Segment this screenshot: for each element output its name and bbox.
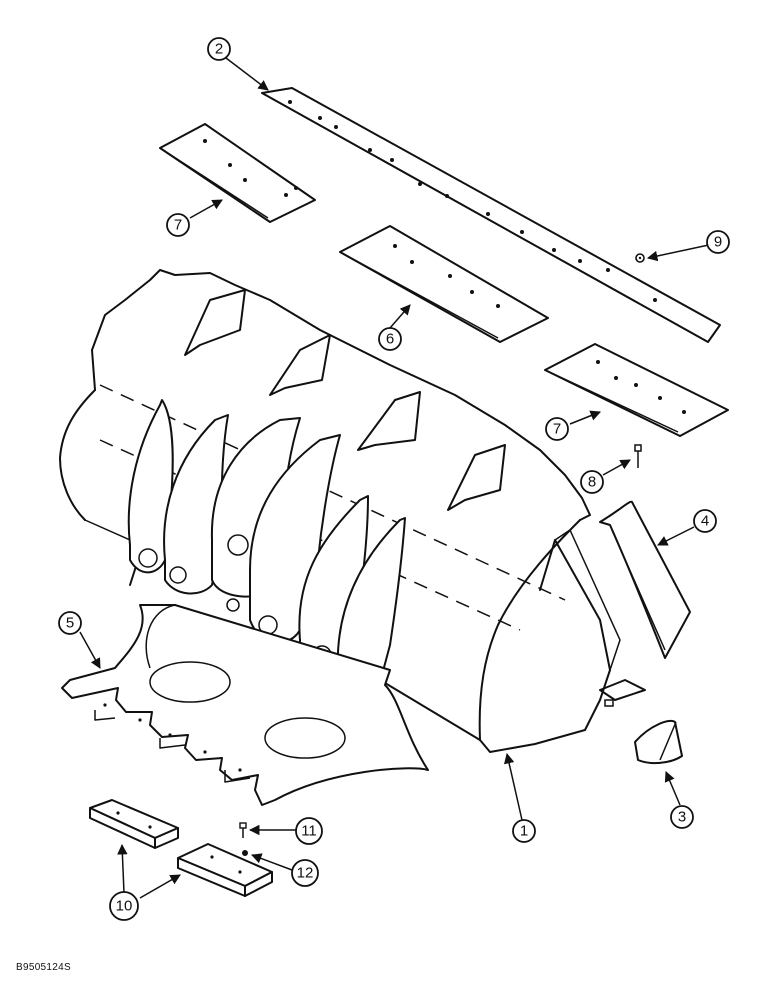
callout-5: 5: [58, 611, 82, 635]
callout-8: 8: [580, 470, 604, 494]
callout-7-upper: 7: [166, 213, 190, 237]
callout-10: 10: [109, 891, 139, 921]
callout-7-upper-label: 7: [174, 217, 182, 234]
end-segment-part-7-upper: [159, 123, 316, 223]
callout-11-label: 11: [301, 823, 317, 840]
center-segment-part-6: [339, 225, 549, 343]
callout-12-label: 12: [297, 865, 314, 882]
callout-7-right-label: 7: [553, 421, 561, 438]
callout-8-label: 8: [588, 474, 596, 491]
callout-4-label: 4: [701, 513, 709, 530]
wear-plate-part-5: [61, 604, 429, 806]
callout-1-label: 1: [520, 823, 528, 840]
callout-6-label: 6: [386, 331, 394, 348]
wear-pad-part-10-b: [177, 843, 273, 897]
callout-3: 3: [670, 805, 694, 829]
callout-4: 4: [693, 509, 717, 533]
callout-12: 12: [291, 859, 319, 887]
callout-3-label: 3: [678, 809, 686, 826]
nut-part-9: [635, 253, 645, 263]
end-segment-part-7-right: [544, 343, 729, 437]
bucket-part-1: [59, 269, 646, 753]
bolt-part-8: [634, 444, 642, 468]
wear-pad-part-10-a: [89, 799, 179, 849]
callout-11: 11: [295, 817, 323, 845]
leader-lines: [79, 57, 719, 899]
callout-2-label: 2: [215, 41, 223, 58]
callout-9: 9: [706, 230, 730, 254]
cutting-edge-part-2: [261, 87, 721, 343]
callout-5-label: 5: [66, 615, 74, 632]
callout-9-label: 9: [714, 234, 722, 251]
bolt-part-11: [239, 822, 247, 838]
figure-code: B9505124S: [16, 962, 71, 973]
callout-6: 6: [378, 327, 402, 351]
callout-7-right: 7: [545, 417, 569, 441]
nut-part-12: [242, 850, 248, 856]
callout-10-label: 10: [116, 898, 133, 915]
callout-2: 2: [207, 37, 231, 61]
wear-block-part-3: [634, 720, 683, 765]
side-cutter-part-4: [599, 500, 691, 659]
callout-1: 1: [512, 819, 536, 843]
